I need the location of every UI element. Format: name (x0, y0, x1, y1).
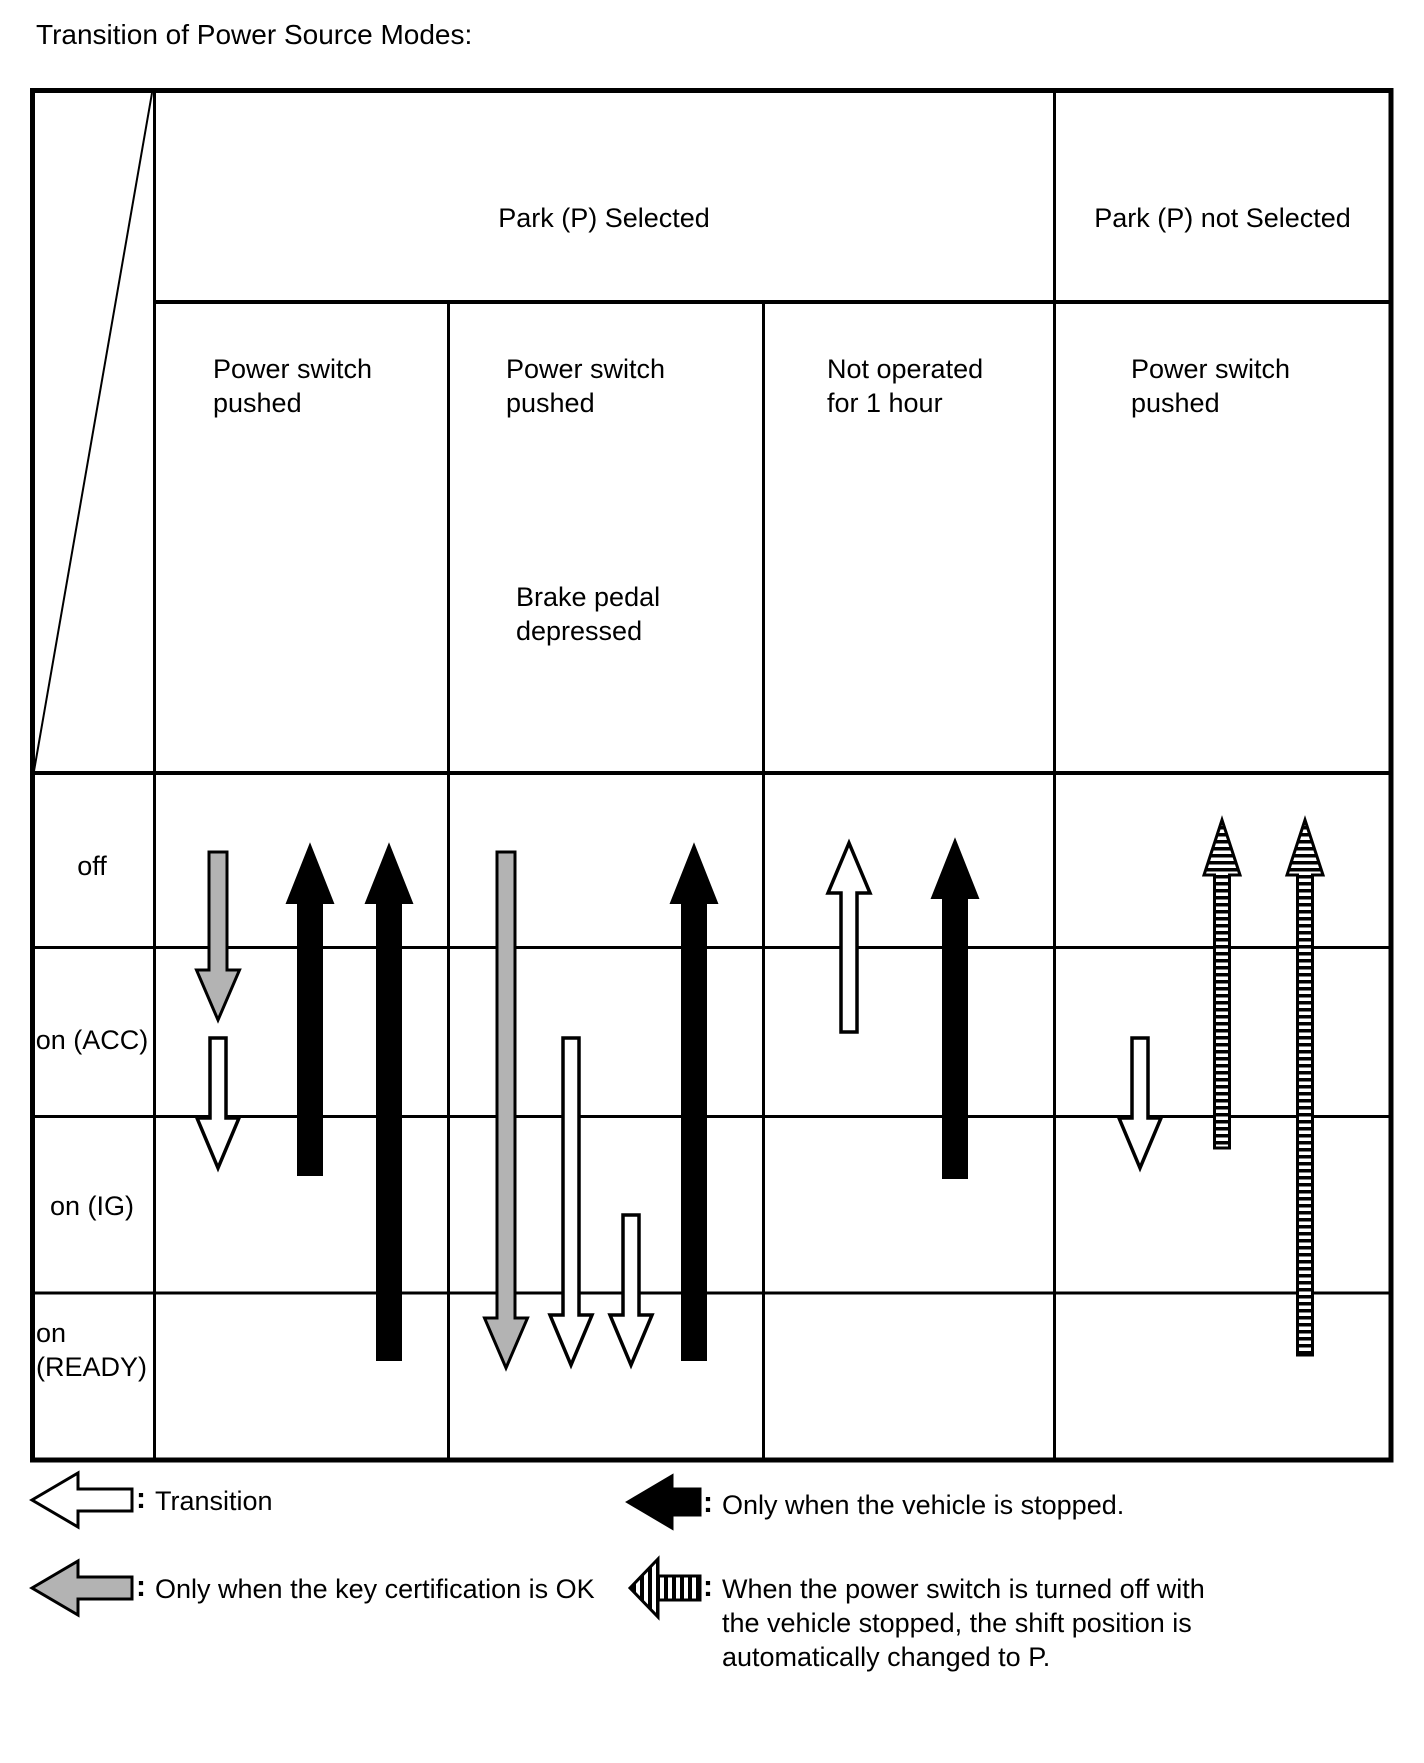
legend-label-auto-shift-p-line1: When the power switch is turned off with (722, 1574, 1205, 1604)
header-col2-power-switch-pushed-line2: pushed (213, 388, 302, 418)
legend-colon-key-certification: : (136, 1570, 146, 1603)
legend-arrow-striped (627, 1555, 702, 1621)
header-col2-power-switch-pushed-line1: Power switch (213, 354, 373, 384)
header-park-not-selected: Park (P) not Selected (1094, 203, 1351, 233)
legend-label-transition: Transition (155, 1486, 273, 1516)
header-col3-brake-pedal-line1: Brake pedal (516, 582, 661, 612)
arrow-black-up-park-selected-brake-pedal-depressed (669, 842, 719, 1361)
legend-arrows (29, 1470, 702, 1621)
arrow-gray-down-park-selected-power-switch-pushed (194, 850, 242, 1024)
arrow-white-down-park-selected-power-switch-pushed (194, 1036, 242, 1173)
transition-arrows (194, 815, 1326, 1372)
table-grid (30, 88, 1394, 1463)
row-label-on-acc: on (ACC) (35, 1025, 149, 1055)
legend-label-auto-shift-p-line3: automatically changed to P. (722, 1642, 1051, 1672)
row-label-on-ready-line1: on (36, 1318, 67, 1348)
row-label-on-ready-line2: (READY) (36, 1352, 148, 1382)
arrow-gray-down-park-selected-brake-pedal-depressed (482, 850, 530, 1372)
row-label-on-ig: on (IG) (49, 1191, 135, 1221)
header-col3-power-switch-pushed-line2: pushed (506, 388, 595, 418)
row-label-off: off (77, 851, 107, 881)
header-col5-power-switch-pushed-line1: Power switch (1131, 354, 1291, 384)
legend-colon-auto-shift-p: : (703, 1570, 713, 1603)
header-col3-power-switch-pushed-line1: Power switch (506, 354, 666, 384)
arrow-white-down-park-selected-brake-pedal-depressed (547, 1036, 595, 1370)
legend-arrow-black (625, 1473, 702, 1531)
arrow-striped-up-park-not-selected-power-switch-pushed (1284, 815, 1326, 1357)
arrow-black-up-park-selected-power-switch-pushed (364, 842, 414, 1361)
arrow-black-up-park-selected-power-switch-pushed (285, 842, 335, 1176)
header-col4-not-operated-line1: Not operated (827, 354, 984, 384)
header-col4-not-operated-line2: for 1 hour (827, 388, 943, 418)
legend-arrow-gray (29, 1558, 134, 1618)
header-park-selected: Park (P) Selected (498, 203, 710, 233)
arrow-white-down-park-selected-brake-pedal-depressed (607, 1213, 655, 1370)
header-col5-power-switch-pushed-line2: pushed (1131, 388, 1220, 418)
legend-label-auto-shift-p-line2: the vehicle stopped, the shift position … (722, 1608, 1192, 1638)
arrow-black-up-not-operated-for-1-hour (930, 837, 980, 1179)
legend-label-key-certification: Only when the key certification is OK (155, 1574, 595, 1604)
legend-colon-vehicle-stopped: : (703, 1486, 713, 1519)
arrow-striped-up-park-not-selected-power-switch-pushed (1201, 815, 1243, 1150)
arrow-white-down-park-not-selected-power-switch-pushed (1116, 1036, 1164, 1173)
legend-arrow-white (29, 1470, 134, 1530)
header-col3-brake-pedal-line2: depressed (516, 616, 643, 646)
legend-label-vehicle-stopped: Only when the vehicle is stopped. (722, 1490, 1125, 1520)
legend-colon-transition: : (136, 1482, 146, 1515)
arrow-white-up-not-operated-for-1-hour (825, 838, 873, 1034)
page-title: Transition of Power Source Modes: (36, 19, 473, 50)
